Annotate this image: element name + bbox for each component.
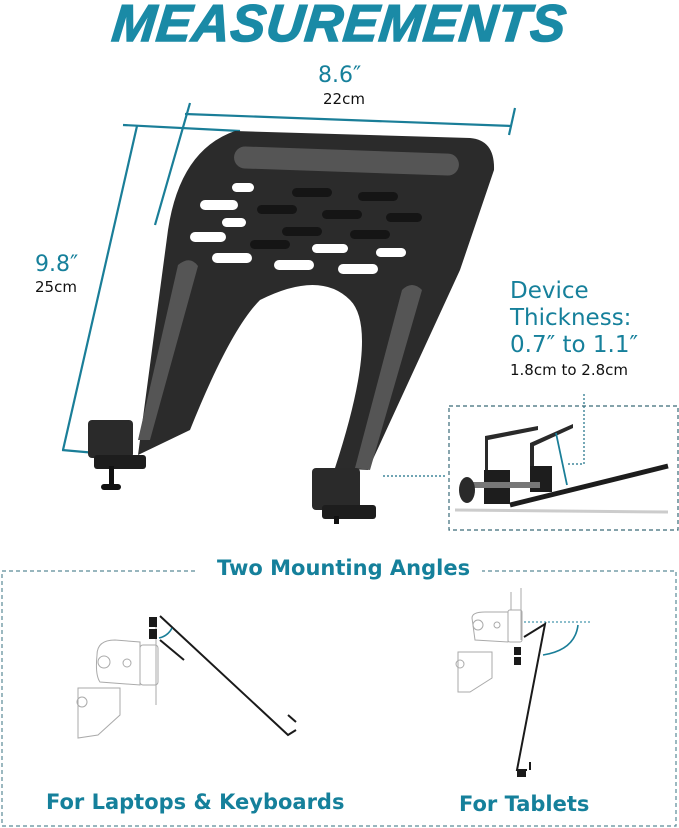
height-cm: 25cm <box>35 278 77 296</box>
tablet-mount-label: For Tablets <box>459 792 590 816</box>
laptop-tray <box>138 131 495 470</box>
thickness-line2: Thickness: <box>510 305 632 331</box>
mounting-section-title: Two Mounting Angles <box>205 556 483 580</box>
laptop-angle-diagram <box>76 625 159 739</box>
thickness-cm: 1.8cm to 2.8cm <box>510 361 629 379</box>
mounting-section-frame <box>1 570 677 827</box>
laptop-angle-arc <box>158 627 173 639</box>
laptop-tray-profile <box>149 615 297 737</box>
device-thickness-label: Device Thickness: 0.7″ to 1.1″ 1.8cm to … <box>510 278 638 379</box>
tablet-angle-diagram <box>455 588 523 693</box>
detail-inset-frame <box>448 405 679 531</box>
width-dimension-line <box>153 102 517 226</box>
width-inches: 8.6″ <box>318 63 362 88</box>
height-inches: 9.8″ <box>35 252 79 277</box>
left-clamp <box>88 420 146 490</box>
right-clamp <box>312 468 376 524</box>
clamp-detail <box>454 424 669 514</box>
laptop-mount-label: For Laptops & Keyboards <box>46 790 345 814</box>
thickness-line1: Device <box>510 278 589 304</box>
tablet-angle-arc <box>542 624 579 656</box>
thickness-callout <box>383 394 585 477</box>
tablet-tray-profile <box>514 621 547 777</box>
thickness-inches: 0.7″ to 1.1″ <box>510 332 639 358</box>
width-cm: 22cm <box>323 90 365 108</box>
